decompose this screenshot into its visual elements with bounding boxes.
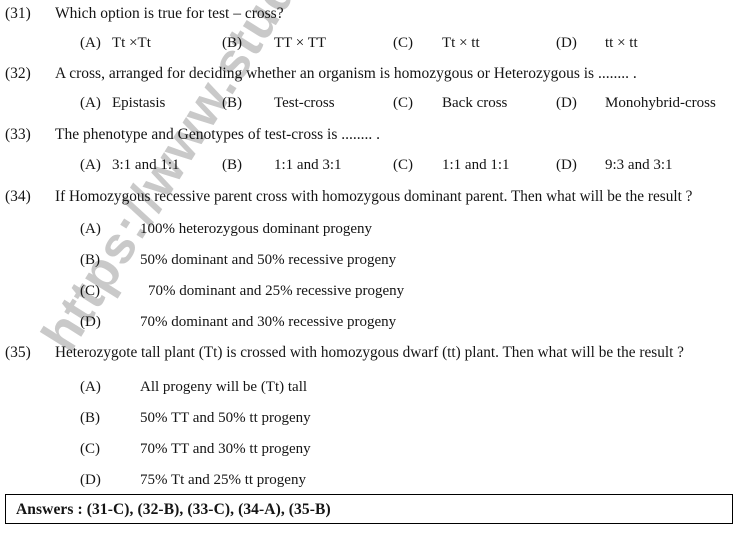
- option-row-33: (A) 3:1 and 1:1 (B) 1:1 and 3:1 (C) 1:1 …: [0, 155, 743, 177]
- question-row-33: (33) The phenotype and Genotypes of test…: [0, 125, 743, 149]
- option-label-34-a: (A): [80, 221, 101, 237]
- option-row-32: (A) Epistasis (B) Test-cross (C) Back cr…: [0, 93, 743, 115]
- option-34-a[interactable]: (A) 100% heterozygous dominant progeny: [0, 219, 743, 241]
- option-35-d[interactable]: (D) 75% Tt and 25% tt progeny: [0, 470, 743, 492]
- question-row-31: (31) Which option is true for test – cro…: [0, 4, 743, 28]
- option-label-35-d: (D): [80, 472, 101, 488]
- option-35-a[interactable]: (A) All progeny will be (Tt) tall: [0, 377, 743, 399]
- option-label-34-b: (B): [80, 252, 100, 268]
- option-32-c[interactable]: (C) Back cross: [393, 93, 507, 113]
- option-34-d[interactable]: (D) 70% dominant and 30% recessive proge…: [0, 312, 743, 334]
- option-value-34-d: 70% dominant and 30% recessive progeny: [140, 314, 397, 330]
- option-value-33-c: 1:1 and 1:1: [442, 157, 510, 173]
- option-label-32-c: (C): [393, 95, 413, 111]
- option-label-35-b: (B): [80, 410, 100, 426]
- question-text-34: If Homozygous recessive parent cross wit…: [55, 188, 693, 205]
- question-number-32: (32): [5, 65, 31, 82]
- option-value-32-d: Monohybrid-cross: [605, 95, 716, 111]
- option-32-a[interactable]: (A) Epistasis: [80, 93, 165, 113]
- option-label-35-a: (A): [80, 379, 101, 395]
- answers-text: Answers : (31-C), (32-B), (33-C), (34-A)…: [16, 501, 331, 518]
- option-value-32-c: Back cross: [442, 95, 508, 111]
- question-text-33: The phenotype and Genotypes of test-cros…: [55, 126, 381, 143]
- option-label-31-b: (B): [222, 35, 242, 51]
- option-value-35-c: 70% TT and 30% tt progeny: [140, 441, 311, 457]
- option-label-31-a: (A): [80, 35, 101, 51]
- option-value-34-b: 50% dominant and 50% recessive progeny: [140, 252, 397, 268]
- option-value-35-d: 75% Tt and 25% tt progeny: [140, 472, 306, 488]
- option-value-31-b: TT × TT: [274, 35, 327, 51]
- option-35-b[interactable]: (B) 50% TT and 50% tt progeny: [0, 408, 743, 430]
- answers-box: Answers : (31-C), (32-B), (33-C), (34-A)…: [5, 494, 733, 524]
- option-33-c[interactable]: (C) 1:1 and 1:1: [393, 155, 510, 175]
- option-33-b[interactable]: (B) 1:1 and 3:1: [222, 155, 342, 175]
- option-value-33-a: 3:1 and 1:1: [112, 157, 180, 173]
- option-value-31-a: Tt ×Tt: [112, 35, 151, 51]
- question-number-31: (31): [5, 5, 31, 22]
- option-label-35-c: (C): [80, 441, 100, 457]
- option-33-d[interactable]: (D) 9:3 and 3:1: [556, 155, 673, 175]
- option-label-31-d: (D): [556, 35, 577, 51]
- option-label-32-d: (D): [556, 95, 577, 111]
- question-number-34: (34): [5, 188, 31, 205]
- question-number-33: (33): [5, 126, 31, 143]
- option-31-c[interactable]: (C) Tt × tt: [393, 33, 480, 53]
- option-31-b[interactable]: (B) TT × TT: [222, 33, 326, 53]
- option-32-d[interactable]: (D) Monohybrid-cross: [556, 93, 716, 113]
- option-label-33-c: (C): [393, 157, 413, 173]
- option-label-33-b: (B): [222, 157, 242, 173]
- option-value-34-c: 70% dominant and 25% recessive progeny: [148, 283, 405, 299]
- option-31-a[interactable]: (A) Tt ×Tt: [80, 33, 151, 53]
- option-34-c[interactable]: (C) 70% dominant and 25% recessive proge…: [0, 281, 743, 303]
- question-text-32: A cross, arranged for deciding whether a…: [55, 65, 637, 82]
- question-row-32: (32) A cross, arranged for deciding whet…: [0, 64, 743, 88]
- question-number-35: (35): [5, 344, 31, 361]
- option-value-32-b: Test-cross: [274, 95, 335, 111]
- question-text-35: Heterozygote tall plant (Tt) is crossed …: [55, 344, 684, 361]
- option-31-d[interactable]: (D) tt × tt: [556, 33, 638, 53]
- question-row-35: (35) Heterozygote tall plant (Tt) is cro…: [0, 343, 743, 367]
- option-label-31-c: (C): [393, 35, 413, 51]
- option-label-34-c: (C): [80, 283, 100, 299]
- option-value-34-a: 100% heterozygous dominant progeny: [140, 221, 373, 237]
- option-value-32-a: Epistasis: [112, 95, 166, 111]
- option-32-b[interactable]: (B) Test-cross: [222, 93, 335, 113]
- option-label-33-d: (D): [556, 157, 577, 173]
- option-value-33-d: 9:3 and 3:1: [605, 157, 673, 173]
- question-text-31: Which option is true for test – cross?: [55, 5, 284, 22]
- option-value-33-b: 1:1 and 3:1: [274, 157, 342, 173]
- option-35-c[interactable]: (C) 70% TT and 30% tt progeny: [0, 439, 743, 461]
- option-label-33-a: (A): [80, 157, 101, 173]
- option-label-34-d: (D): [80, 314, 101, 330]
- option-value-35-a: All progeny will be (Tt) tall: [140, 379, 308, 395]
- option-33-a[interactable]: (A) 3:1 and 1:1: [80, 155, 180, 175]
- option-value-31-d: tt × tt: [605, 35, 638, 51]
- option-value-31-c: Tt × tt: [442, 35, 480, 51]
- option-34-b[interactable]: (B) 50% dominant and 50% recessive proge…: [0, 250, 743, 272]
- option-label-32-b: (B): [222, 95, 242, 111]
- question-row-34: (34) If Homozygous recessive parent cros…: [0, 187, 743, 211]
- option-label-32-a: (A): [80, 95, 101, 111]
- option-row-31: (A) Tt ×Tt (B) TT × TT (C) Tt × tt (D) t…: [0, 33, 743, 55]
- option-value-35-b: 50% TT and 50% tt progeny: [140, 410, 311, 426]
